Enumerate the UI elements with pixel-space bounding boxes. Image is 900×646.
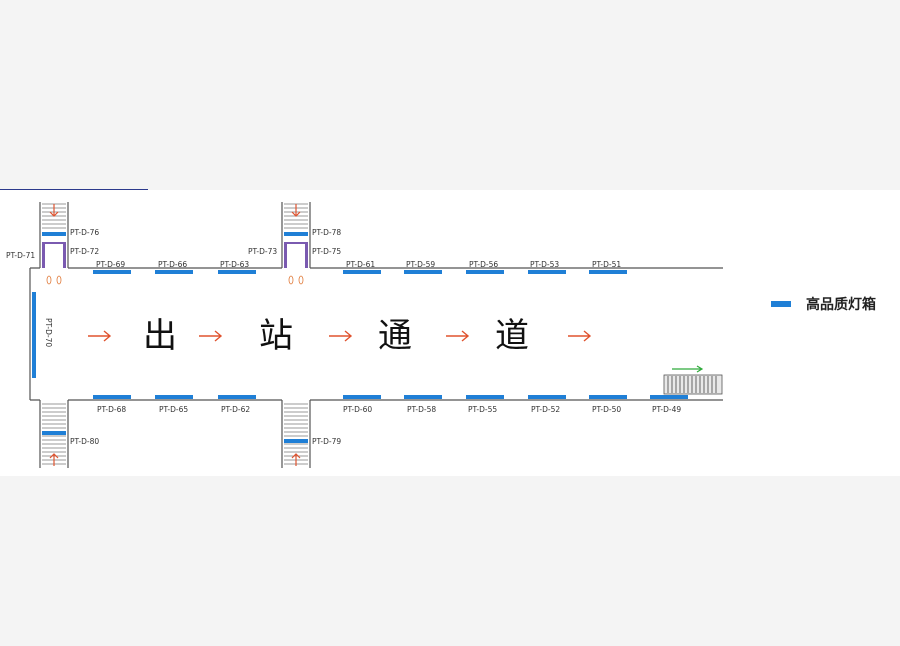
gate-left-a [42,242,45,268]
gate-left-bar [42,242,66,244]
label-top: PT-D-61 [346,260,375,269]
label-bottom: PT-D-49 [652,405,681,414]
escalator-steps [667,376,717,393]
lightbox-bottom [589,395,627,399]
label-bottom: PT-D-68 [97,405,126,414]
arrow-up-icon [291,453,301,466]
label-top: PT-D-66 [158,260,187,269]
lightbox-top [155,270,193,274]
footprints [46,275,304,285]
label-bottom: PT-D-62 [221,405,250,414]
lightbox-bottom [466,395,504,399]
floor-plan: 出 站 通 道 PT-D-69 PT-D-66 PT-D-63 PT-D-61 … [6,202,876,468]
label-stair: PT-D-76 [70,228,99,237]
label-stair: PT-D-75 [312,247,341,256]
stair-left-bottom-walls [39,400,69,468]
lightbox-bottom [404,395,442,399]
lightbox-top [404,270,442,274]
passage-char-2: 站 [259,316,293,356]
label-vertical: PT-D-70 [44,318,53,347]
lightbox-PT-D-79 [284,439,308,443]
label-stair: PT-D-78 [312,228,341,237]
gate-mid-a [284,242,287,268]
label-bottom: PT-D-55 [468,405,497,414]
passage-char-4: 道 [495,316,529,356]
arrow-right-icon [568,330,592,342]
lightbox-top [466,270,504,274]
footprint-icon [56,275,62,285]
legend-swatch [771,301,791,307]
header-line [0,189,148,190]
arrow-right-icon [672,365,704,373]
passage-char-3: 通 [378,316,412,356]
label-bottom: PT-D-65 [159,405,188,414]
arrow-right-icon [329,330,353,342]
lightbox-PT-D-78 [284,232,308,236]
arrow-right-icon [88,330,112,342]
label-top: PT-D-56 [469,260,498,269]
gate-mid-b [305,242,308,268]
lightbox-PT-D-70 [32,292,36,378]
footprint-icon [288,275,294,285]
escalator-body [663,374,723,395]
label-bottom: PT-D-52 [531,405,560,414]
lightbox-bottom [528,395,566,399]
label-top: PT-D-53 [530,260,559,269]
arrow-down-icon [49,204,59,217]
legend-label: 高品质灯箱 [806,296,876,313]
footprint-icon [298,275,304,285]
diagram-panel [0,190,900,476]
label-top: PT-D-51 [592,260,621,269]
stair-arrows [49,204,301,466]
lightbox-top [343,270,381,274]
lightbox-PT-D-80 [42,431,66,435]
label-top: PT-D-69 [96,260,125,269]
lightbox-bottom [155,395,193,399]
passage-char-1: 出 [143,316,177,356]
arrow-right-icon [446,330,470,342]
lightbox-bottom [93,395,131,399]
gate-mid-bar [284,242,308,244]
label-stair: PT-D-73 [248,247,277,256]
label-bottom: PT-D-58 [407,405,436,414]
label-bottom: PT-D-50 [592,405,621,414]
lightbox-bottom [218,395,256,399]
gates [42,242,308,268]
label-stair: PT-D-71 [6,251,35,260]
lightbox-PT-D-76 [42,232,66,236]
lightboxes [32,232,688,443]
gate-left-b [63,242,66,268]
label-bottom: PT-D-60 [343,405,372,414]
walls [29,202,723,468]
stair-mid-bottom-walls [281,400,311,468]
label-stair: PT-D-79 [312,437,341,446]
arrow-right-icon [199,330,223,342]
label-top: PT-D-59 [406,260,435,269]
arrow-down-icon [291,204,301,217]
label-stair: PT-D-80 [70,437,99,446]
lightbox-top [528,270,566,274]
arrow-up-icon [49,453,59,466]
lightbox-top [589,270,627,274]
lightbox-bottom [650,395,688,399]
flow-arrows [88,330,592,342]
lightbox-top [93,270,131,274]
stair-left-top-walls [39,202,69,268]
lightbox-bottom [343,395,381,399]
lightbox-top [218,270,256,274]
label-top: PT-D-63 [220,260,249,269]
label-stair: PT-D-72 [70,247,99,256]
footprint-icon [46,275,52,285]
stair-mid-top-walls [281,202,311,268]
escalator [663,365,723,395]
